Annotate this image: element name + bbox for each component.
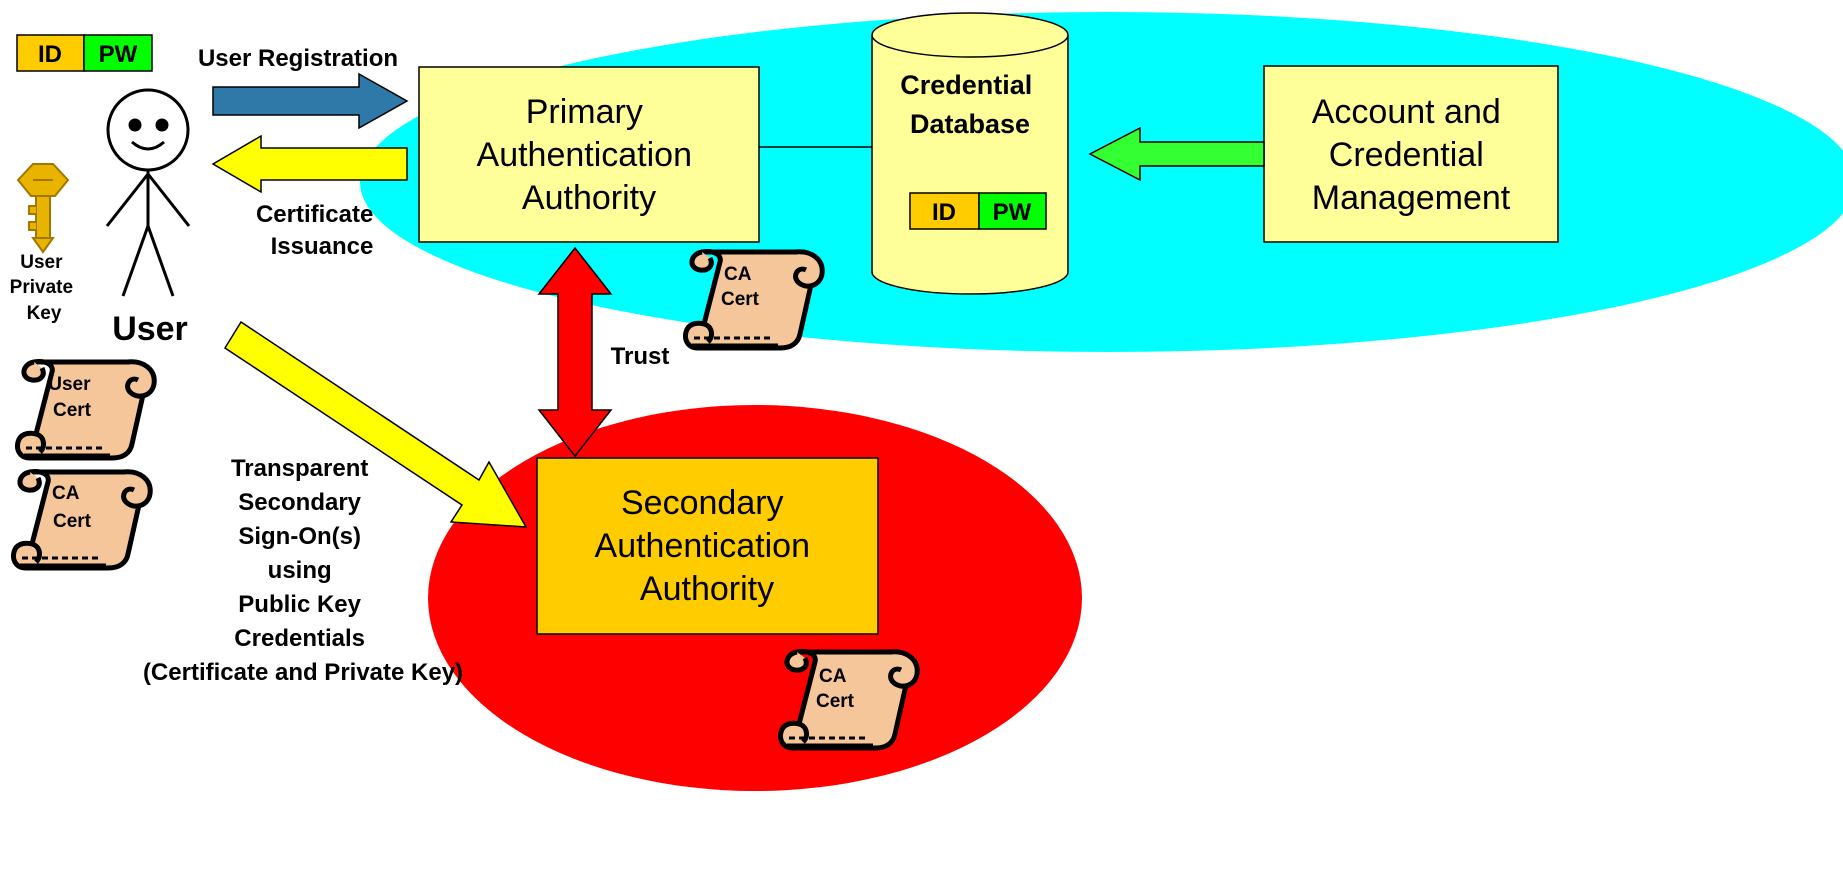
user-cert-scroll-icon: User Cert (18, 362, 155, 458)
issuance-arrow (211, 134, 408, 194)
account-management-box (1263, 65, 1559, 243)
svg-text:CA Cert: CA Cert (52, 483, 92, 532)
primary-ca-cert-scroll-icon: CA Cert (686, 252, 823, 348)
sso-arrow (223, 320, 528, 528)
certificate-issuance-label: Certificate Issuance (256, 201, 380, 260)
svg-text:CA Cert: CA Cert (816, 666, 855, 712)
database-credentials-tag: ID PW (909, 192, 1047, 230)
secondary-authority-label: Secondary Authentication Authority (595, 484, 820, 608)
key-icon (16, 163, 70, 254)
database-id-label: ID (932, 199, 956, 226)
user-label: User (112, 310, 188, 348)
svg-text:User Cert: User Cert (48, 374, 96, 421)
credential-database (871, 12, 1069, 295)
secondary-authority-box (536, 457, 879, 635)
user-ca-cert-scroll-icon: CA Cert (14, 472, 151, 568)
user-credentials-tag: ID PW (16, 34, 153, 72)
private-key-label: User Private Key (10, 252, 79, 324)
secondary-ca-cert-scroll-icon: CA Cert (781, 652, 918, 748)
primary-authority-box (418, 66, 760, 243)
sso-label: Transparent Secondary Sign-On(s) using P… (143, 455, 463, 686)
account-management-label: Account and Credential Management (1312, 93, 1511, 217)
credential-database-label: Credential Database (900, 70, 1040, 139)
user-figure-icon (105, 88, 191, 297)
database-pw-label: PW (993, 199, 1032, 226)
registration-arrow (212, 72, 409, 130)
primary-authority-label: Primary Authentication Authority (477, 93, 702, 217)
trust-arrow (537, 246, 613, 458)
management-arrow (1088, 126, 1265, 182)
user-registration-label: User Registration (198, 45, 398, 72)
user-pw-label: PW (99, 41, 138, 68)
trust-label: Trust (611, 343, 670, 370)
svg-text:CA Cert: CA Cert (721, 264, 760, 310)
user-id-label: ID (38, 41, 62, 68)
